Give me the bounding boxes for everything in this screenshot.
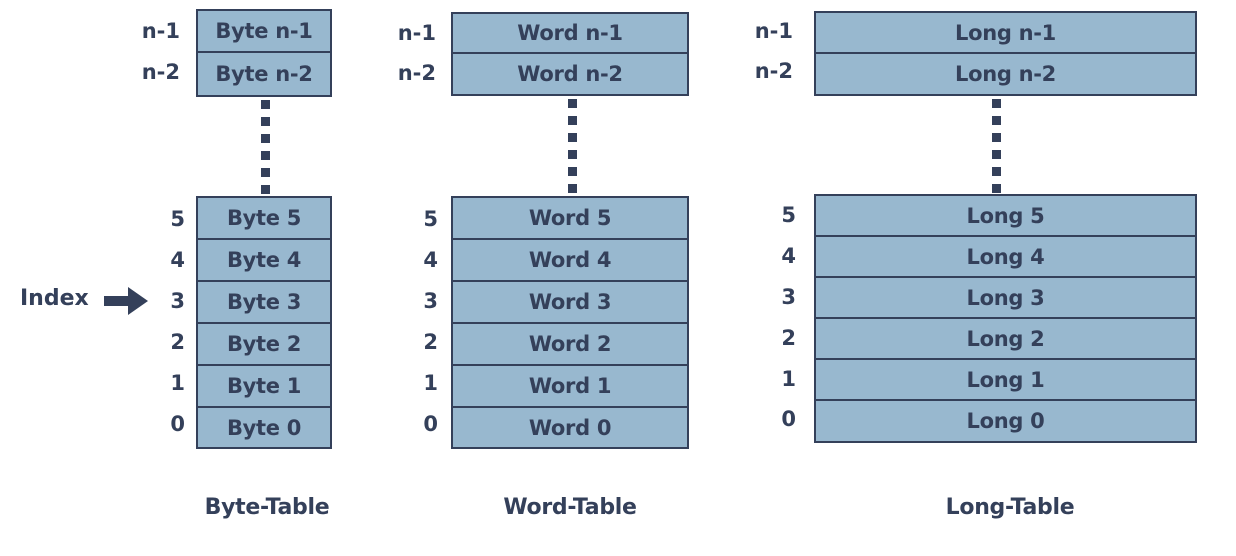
row-index: 0 (781, 407, 796, 431)
table-cell: Long 0 (814, 399, 1197, 443)
row-index: 0 (170, 412, 185, 436)
table-caption: Long-Table (945, 495, 1075, 520)
row-index: 2 (423, 330, 438, 354)
row-index: 4 (170, 248, 185, 272)
arrow-right-icon (104, 287, 148, 315)
table-cell: Long 3 (814, 276, 1197, 319)
table-cell: Byte n-2 (196, 51, 332, 97)
row-index: 5 (781, 203, 796, 227)
row-index: 1 (423, 371, 438, 395)
table-cell: Word 1 (451, 364, 689, 408)
table-cell: Byte 3 (196, 280, 332, 324)
table-cell: Byte n-1 (196, 9, 332, 53)
row-index: 5 (423, 207, 438, 231)
row-index: 2 (170, 330, 185, 354)
table-cell: Word n-1 (451, 12, 689, 54)
table-cell: Long 1 (814, 358, 1197, 401)
index-label: Index (20, 286, 89, 311)
table-cell: Word 2 (451, 322, 689, 366)
continuation-dots (568, 99, 577, 194)
table-cell: Byte 2 (196, 322, 332, 366)
row-index: 1 (781, 367, 796, 391)
continuation-dots (992, 99, 1001, 193)
table-cell: Byte 0 (196, 406, 332, 449)
table-cell: Long n-1 (814, 11, 1197, 54)
table-caption: Word-Table (503, 495, 637, 520)
table-cell: Long 5 (814, 194, 1197, 237)
row-index: 2 (781, 326, 796, 350)
table-cell: Word n-2 (451, 52, 689, 96)
row-index: 4 (423, 248, 438, 272)
table-cell: Long 2 (814, 317, 1197, 360)
table-cell: Word 5 (451, 196, 689, 240)
table-cell: Word 4 (451, 238, 689, 282)
row-index: 5 (170, 207, 185, 231)
row-index: 3 (423, 289, 438, 313)
row-index: 0 (423, 412, 438, 436)
row-index: n-2 (397, 61, 436, 85)
continuation-dots (261, 100, 270, 194)
row-index: 1 (170, 371, 185, 395)
row-index: n-2 (754, 59, 793, 83)
table-cell: Long n-2 (814, 52, 1197, 96)
row-index: 4 (781, 244, 796, 268)
table-cell: Byte 1 (196, 364, 332, 408)
row-index: n-1 (754, 19, 793, 43)
table-cell: Word 0 (451, 406, 689, 449)
row-index: n-1 (141, 19, 180, 43)
table-cell: Long 4 (814, 235, 1197, 278)
table-cell: Word 3 (451, 280, 689, 324)
table-cell: Byte 5 (196, 196, 332, 240)
table-cell: Byte 4 (196, 238, 332, 282)
row-index: 3 (781, 285, 796, 309)
row-index: 3 (170, 289, 185, 313)
row-index: n-1 (397, 21, 436, 45)
row-index: n-2 (141, 60, 180, 84)
table-caption: Byte-Table (204, 495, 330, 520)
